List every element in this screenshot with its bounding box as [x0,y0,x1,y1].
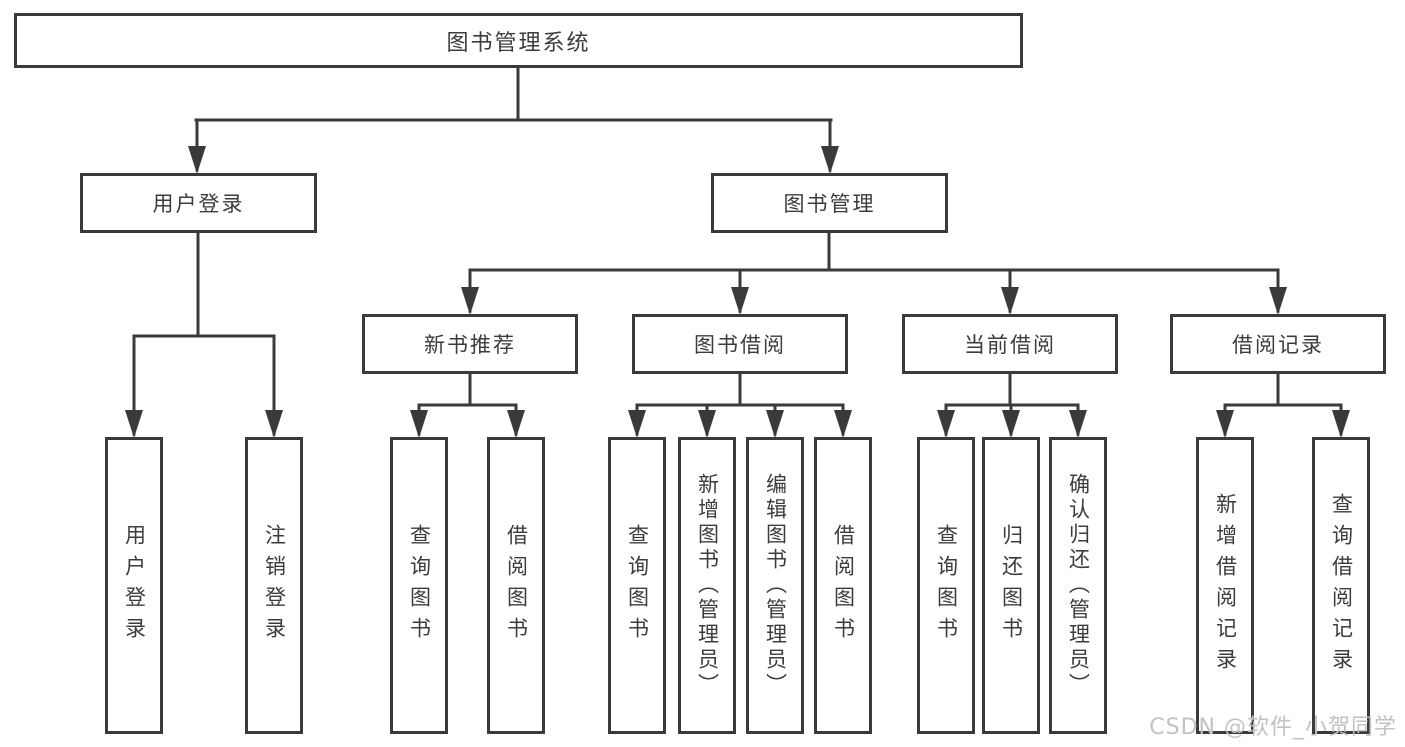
leaf-edit-books-admin: 编辑图书（管理员） [746,437,804,734]
leaf-confirm-return-admin: 确认归还（管理员） [1049,437,1107,734]
node-borrowing-records: 借阅记录 [1170,314,1386,374]
node-label: 编辑图书（管理员） [763,473,788,698]
node-label: 借阅图书 [831,523,856,648]
node-label: 图书管理系统 [446,30,591,56]
node-label: 查询图书 [934,523,959,648]
node-label: 当前借阅 [964,333,1056,357]
leaf-query-books-2: 查询图书 [608,437,666,734]
node-label: 用户登录 [122,523,147,648]
node-label: 用户登录 [152,192,245,216]
leaf-return-books: 归还图书 [982,437,1040,734]
node-user-login: 用户登录 [80,173,317,233]
leaf-add-books-admin: 新增图书（管理员） [678,437,736,734]
node-label: 新增图书（管理员） [695,473,720,698]
node-label: 注销登录 [262,523,287,648]
leaf-borrow-books-1: 借阅图书 [487,437,545,734]
node-book-borrowing: 图书借阅 [632,314,848,374]
node-label: 图书管理 [783,192,876,216]
leaf-logout: 注销登录 [245,437,303,734]
node-label: 新增借阅记录 [1213,492,1238,679]
leaf-borrow-books-2: 借阅图书 [814,437,872,734]
leaf-user-login: 用户登录 [105,437,163,734]
node-label: 归还图书 [999,523,1024,648]
node-new-book-recommendation: 新书推荐 [362,314,578,374]
node-label: 图书借阅 [694,333,786,357]
leaf-add-borrow-record: 新增借阅记录 [1196,437,1254,734]
node-label: 查询借阅记录 [1329,492,1354,679]
node-label: 查询图书 [407,523,432,648]
node-label: 新书推荐 [424,333,516,357]
node-label: 确认归还（管理员） [1066,473,1091,698]
leaf-query-books-3: 查询图书 [917,437,975,734]
node-label: 查询图书 [625,523,650,648]
leaf-query-books-1: 查询图书 [390,437,448,734]
node-library-management-system: 图书管理系统 [14,13,1023,68]
node-current-borrowing: 当前借阅 [902,314,1118,374]
csdn-watermark: CSDN @软件_小贺同学 [1149,715,1397,740]
node-book-management: 图书管理 [711,173,948,233]
node-label: 借阅图书 [504,523,529,648]
node-label: 借阅记录 [1232,333,1324,357]
leaf-query-borrow-record: 查询借阅记录 [1312,437,1370,734]
